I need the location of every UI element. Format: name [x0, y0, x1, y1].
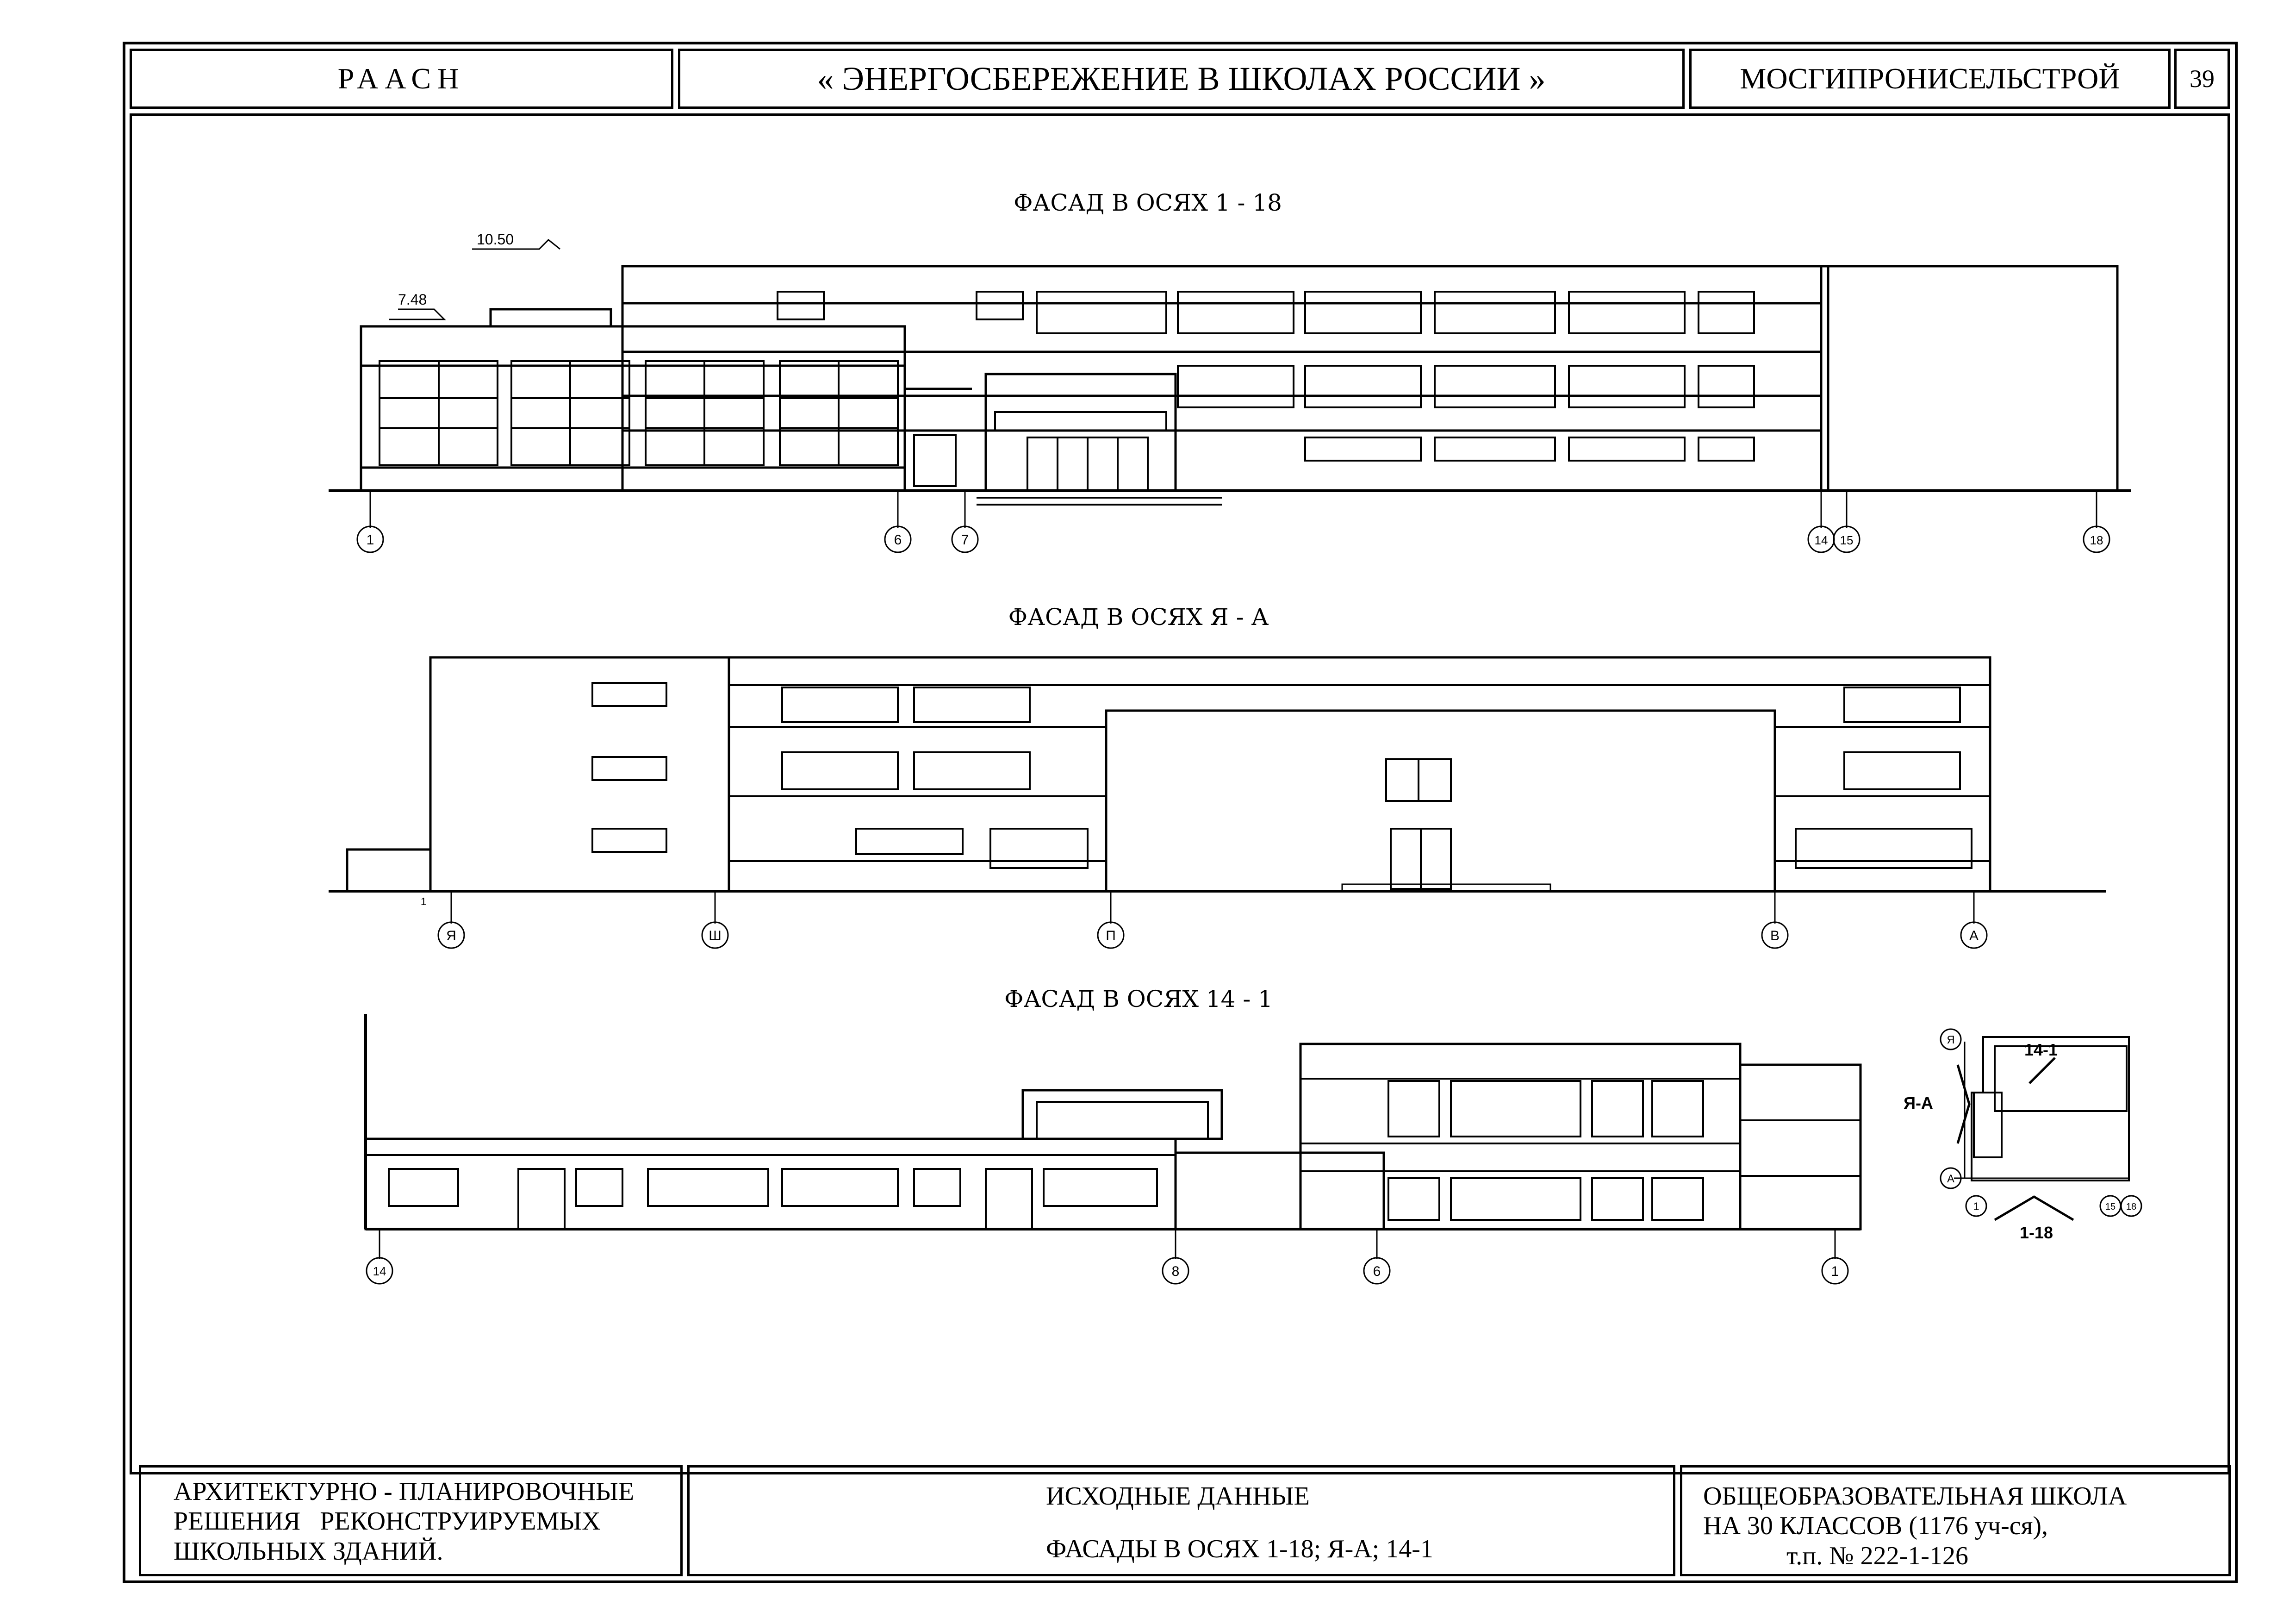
- key-axis: Я: [1947, 1034, 1954, 1046]
- axis-label: Ш: [709, 928, 722, 943]
- page-number: 39: [2190, 65, 2215, 93]
- footer-subject: ИСХОДНЫЕ ДАННЫЕ ФАСАДЫ В ОСЯХ 1-18; Я-А;…: [1046, 1482, 1433, 1564]
- key-label-ya-a: Я-А: [1904, 1093, 1933, 1112]
- key-axis: 1: [1973, 1200, 1979, 1213]
- header-title: « ЭНЕРГОСБЕРЕЖЕНИЕ В ШКОЛАХ РОССИИ »: [817, 60, 1546, 97]
- main-block: [621, 265, 1823, 492]
- elevation-7-48: 7.48: [398, 291, 427, 308]
- header-org-cell: РААСН: [130, 49, 673, 109]
- axis-label: В: [1770, 928, 1780, 943]
- key-axis: 18: [2126, 1202, 2136, 1212]
- page-number-cell: 39: [2174, 49, 2230, 109]
- footer-section-cell: АРХИТЕКТУРНО - ПЛАНИРОВОЧНЫЕ РЕШЕНИЯ РЕК…: [139, 1465, 683, 1576]
- drawing-field: [130, 113, 2230, 1474]
- footer-section: АРХИТЕКТУРНО - ПЛАНИРОВОЧНЫЕ РЕШЕНИЯ РЕК…: [174, 1477, 635, 1566]
- axis-label: 1: [1831, 1264, 1839, 1279]
- axis-label: 7: [961, 532, 969, 548]
- axis-label: 15: [1840, 533, 1854, 547]
- axis-label: 18: [2090, 533, 2103, 547]
- axis-label: 6: [894, 532, 902, 548]
- facade-14-1: [364, 1014, 1862, 1285]
- elevation-10-50: 10.50: [477, 231, 514, 248]
- axis-label: 14: [1815, 533, 1828, 547]
- key-plan: [1940, 1028, 2142, 1221]
- footer-project: ОБЩЕОБРАЗОВАТЕЛЬНАЯ ШКОЛА НА 30 КЛАССОВ …: [1703, 1482, 2127, 1570]
- axis-label: 6: [1373, 1264, 1381, 1279]
- axis-label: А: [1969, 928, 1979, 943]
- header-institute-cell: МОСГИПРОНИСЕЛЬСТРОЙ: [1689, 49, 2171, 109]
- header-org: РААСН: [337, 62, 466, 95]
- blind-block: [429, 656, 730, 893]
- facade-ya-a: [329, 656, 2106, 949]
- key-axis: 15: [2105, 1202, 2116, 1212]
- key-axis: А: [1947, 1173, 1954, 1185]
- axis-label: П: [1106, 928, 1116, 943]
- elevation-mark-7-48: [389, 308, 446, 320]
- facade-title-14-1: ФАСАД В ОСЯХ 14 - 1: [1004, 986, 1273, 1012]
- parapet: [489, 308, 612, 328]
- axis-label: 1: [367, 532, 374, 548]
- header-institute: МОСГИПРОНИСЕЛЬСТРОЙ: [1740, 62, 2120, 95]
- blind-end-block: [1820, 265, 2119, 492]
- axis-label: Я: [446, 928, 456, 943]
- axis-label: 14: [373, 1264, 386, 1278]
- elevation-mark-10-50: [472, 238, 560, 250]
- footer-subject-cell: ИСХОДНЫЕ ДАННЫЕ ФАСАДЫ В ОСЯХ 1-18; Я-А;…: [687, 1465, 1675, 1576]
- axis-label: 8: [1172, 1264, 1180, 1279]
- facade-title-1-18: ФАСАД В ОСЯХ 1 - 18: [1014, 189, 1282, 216]
- facade-title-ya-a: ФАСАД В ОСЯХ Я - А: [1008, 604, 1269, 631]
- outer-frame: [123, 42, 2238, 1583]
- key-label-1-18: 1-18: [2020, 1223, 2053, 1242]
- axis-mark: 1: [421, 896, 426, 907]
- facade-1-18: [329, 238, 2131, 553]
- key-label-14-1: 14-1: [2024, 1040, 2058, 1059]
- header-title-cell: « ЭНЕРГОСБЕРЕЖЕНИЕ В ШКОЛАХ РОССИИ »: [678, 49, 1685, 109]
- footer-project-cell: ОБЩЕОБРАЗОВАТЕЛЬНАЯ ШКОЛА НА 30 КЛАССОВ …: [1680, 1465, 2231, 1576]
